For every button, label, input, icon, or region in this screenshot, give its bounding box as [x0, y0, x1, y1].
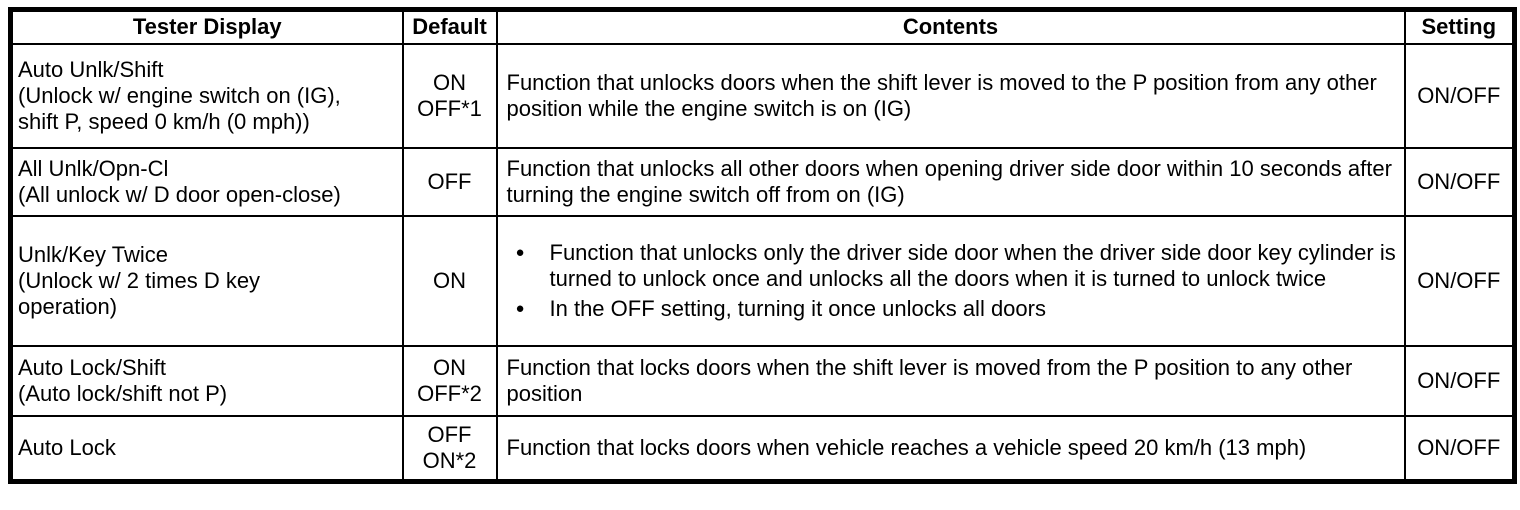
tester-display-line: shift P, speed 0 km/h (0 mph))	[18, 108, 310, 134]
default-value-line: OFF*1	[417, 95, 482, 121]
customization-settings-table: Tester Display Default Contents Setting …	[8, 7, 1517, 484]
default-value-line: ON	[433, 267, 466, 293]
cell-tester-display: Auto Lock	[9, 414, 404, 483]
bullet-list-item: ● Function that unlocks only the driver s…	[507, 240, 1398, 292]
contents-text: Function that locks doors when vehicle r…	[506, 434, 1307, 460]
tester-display-line: (All unlock w/ D door open-close)	[18, 181, 341, 207]
table-header: Tester Display Default Contents Setting	[9, 8, 1516, 45]
contents-text: Function that unlocks doors when the shi…	[506, 69, 1377, 121]
bullet-list-item: ● In the OFF setting, turning it once unl…	[507, 296, 1398, 322]
bullet-item-text: In the OFF setting, turning it once unlo…	[549, 295, 1046, 321]
default-value-line: OFF	[427, 421, 472, 447]
table-row: Auto Lock/Shift(Auto lock/shift not P)ON…	[9, 344, 1516, 417]
tester-display-line: Auto Lock/Shift	[18, 354, 166, 380]
cell-setting: ON/OFF	[1403, 42, 1516, 149]
cell-contents: Function that unlocks doors when the shi…	[495, 42, 1406, 149]
tester-display-line: (Auto lock/shift not P)	[18, 380, 228, 406]
cell-default: OFF	[401, 146, 498, 217]
default-value-line: OFF*2	[417, 380, 482, 406]
tester-display-line: Auto Lock	[18, 434, 116, 460]
tester-display-line: operation)	[18, 293, 118, 319]
bullet-icon: ●	[515, 299, 525, 317]
header-cell-default: Default	[401, 8, 498, 45]
header-row: Tester Display Default Contents Setting	[9, 8, 1516, 45]
cell-setting: ON/OFF	[1403, 146, 1516, 217]
table-row: Auto Unlk/Shift(Unlock w/ engine switch …	[9, 42, 1516, 149]
settings-table-body: Auto Unlk/Shift(Unlock w/ engine switch …	[9, 42, 1516, 483]
default-value-line: ON	[433, 69, 466, 95]
default-value-line: ON	[433, 354, 466, 380]
tester-display-line: Unlk/Key Twice	[18, 241, 168, 267]
default-value-line: ON*2	[422, 447, 477, 473]
default-value-line: OFF	[427, 168, 472, 194]
cell-tester-display: All Unlk/Opn-Cl(All unlock w/ D door ope…	[9, 146, 404, 217]
bullet-icon: ●	[515, 243, 525, 261]
cell-setting: ON/OFF	[1403, 214, 1516, 347]
contents-text: Function that locks doors when the shift…	[506, 354, 1353, 406]
header-cell-contents: Contents	[495, 8, 1406, 45]
table-row: All Unlk/Opn-Cl(All unlock w/ D door ope…	[9, 146, 1516, 217]
cell-tester-display: Auto Lock/Shift(Auto lock/shift not P)	[9, 344, 404, 417]
tester-display-line: All Unlk/Opn-Cl	[18, 155, 169, 181]
cell-contents: ● Function that unlocks only the driver s…	[495, 214, 1406, 347]
bullet-item-text: Function that unlocks only the driver si…	[549, 239, 1396, 291]
cell-default: ON	[401, 214, 498, 347]
header-cell-tester-display: Tester Display	[9, 8, 404, 45]
header-cell-setting: Setting	[1403, 8, 1516, 45]
cell-contents: Function that locks doors when the shift…	[495, 344, 1406, 417]
cell-contents: Function that unlocks all other doors wh…	[495, 146, 1406, 217]
cell-contents: Function that locks doors when vehicle r…	[495, 414, 1406, 483]
cell-setting: ON/OFF	[1403, 414, 1516, 483]
cell-setting: ON/OFF	[1403, 344, 1516, 417]
tester-display-line: (Unlock w/ 2 times D key	[18, 267, 261, 293]
tester-display-line: (Unlock w/ engine switch on (IG),	[18, 82, 341, 108]
cell-tester-display: Auto Unlk/Shift(Unlock w/ engine switch …	[9, 42, 404, 149]
contents-text: Function that unlocks all other doors wh…	[506, 155, 1392, 207]
tester-display-line: Auto Unlk/Shift	[18, 56, 164, 82]
